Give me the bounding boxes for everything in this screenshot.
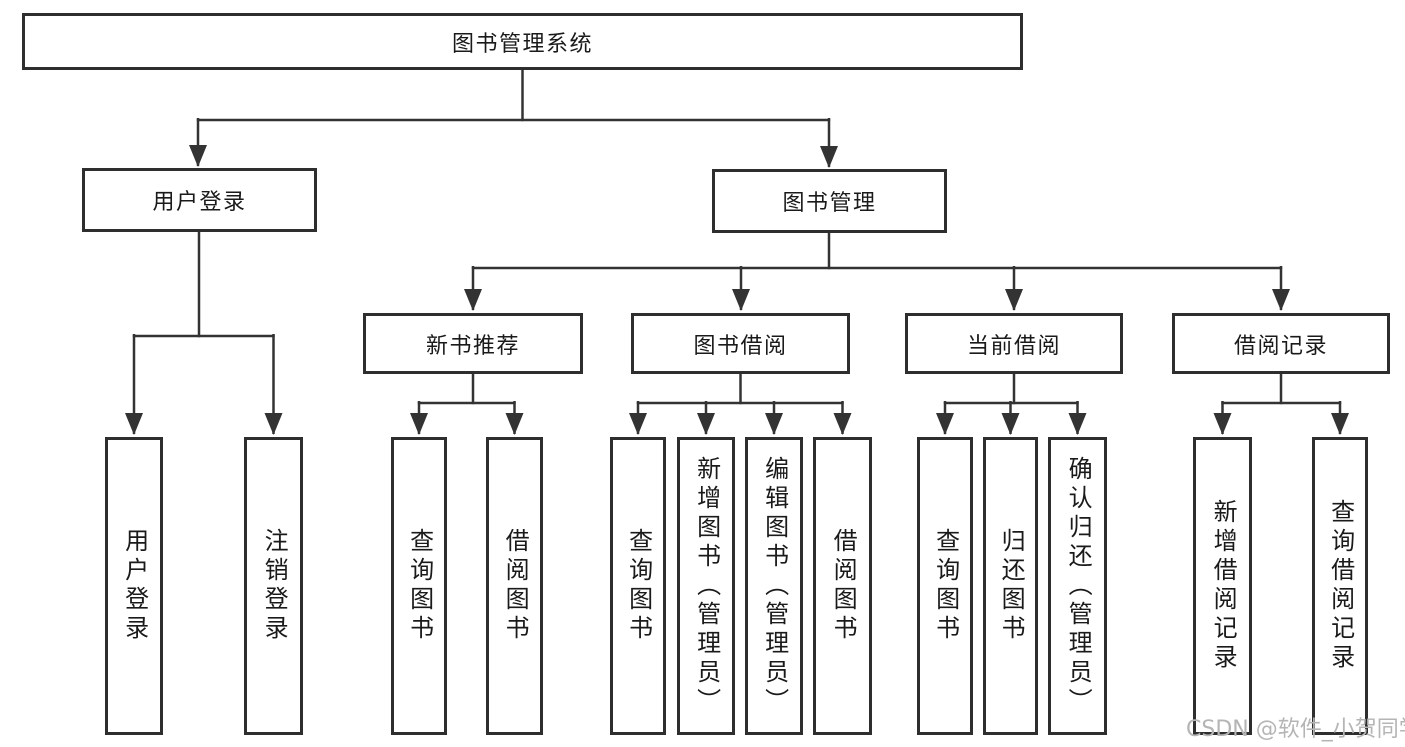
node-label: 借阅记录 [1233,333,1328,359]
connector-new-book-children [410,374,524,435]
node-label: 用户登录 [152,190,247,215]
node-book-management: 图书管理 [712,169,947,233]
leaf-label: 查询图书 [931,528,960,644]
leaf-br-query-record: 查询借阅记录 [1312,437,1368,735]
leaf-label: 编辑图书（管理员） [760,455,789,717]
leaf-logout: 注销登录 [244,437,303,735]
node-library-management-system: 图书管理系统 [22,13,1023,70]
leaf-cb-return-books: 归还图书 [983,437,1038,735]
leaf-user-login: 用户登录 [105,437,163,735]
leaf-label: 查询图书 [624,528,653,644]
leaf-label: 新增借阅记录 [1209,499,1238,673]
leaf-label: 查询图书 [405,528,434,644]
connector-book-borrow-children [629,374,852,435]
node-book-borrowing: 图书借阅 [631,313,850,374]
node-user-login: 用户登录 [82,168,317,232]
leaf-label: 确认归还（管理员） [1064,455,1093,717]
node-current-borrowing: 当前借阅 [905,313,1123,374]
connector-root-to-level2 [189,70,838,168]
connector-book-management-children [464,233,1290,311]
node-label: 新书推荐 [425,333,520,359]
leaf-bb-add-books-admin: 新增图书（管理员） [677,437,735,735]
node-label: 图书管理系统 [451,31,593,57]
leaf-label: 注销登录 [260,528,289,644]
leaf-cb-query-books: 查询图书 [917,437,973,735]
leaf-label: 归还图书 [997,528,1026,644]
leaf-label: 借阅图书 [829,528,858,644]
connector-current-borrow-children [936,374,1087,435]
leaf-bb-edit-books-admin: 编辑图书（管理员） [745,437,803,735]
leaf-br-add-record: 新增借阅记录 [1193,437,1252,735]
leaf-nb-borrow-books: 借阅图书 [486,437,543,735]
node-label: 图书借阅 [693,333,788,359]
leaf-bb-query-books: 查询图书 [610,437,666,735]
node-new-book-recommendation: 新书推荐 [363,313,583,374]
node-borrowing-records: 借阅记录 [1172,313,1390,374]
leaf-label: 新增图书（管理员） [692,455,721,717]
connector-borrow-records-children [1213,374,1349,435]
leaf-label: 借阅图书 [501,528,530,644]
leaf-cb-confirm-return-admin: 确认归还（管理员） [1048,437,1107,735]
leaf-bb-borrow-books: 借阅图书 [813,437,872,735]
node-label: 图书管理 [782,191,877,216]
leaf-label: 用户登录 [120,528,149,644]
connector-user-login-children [125,232,283,435]
leaf-label: 查询借阅记录 [1326,499,1355,673]
leaf-nb-query-books: 查询图书 [391,437,447,735]
node-label: 当前借阅 [966,333,1061,359]
